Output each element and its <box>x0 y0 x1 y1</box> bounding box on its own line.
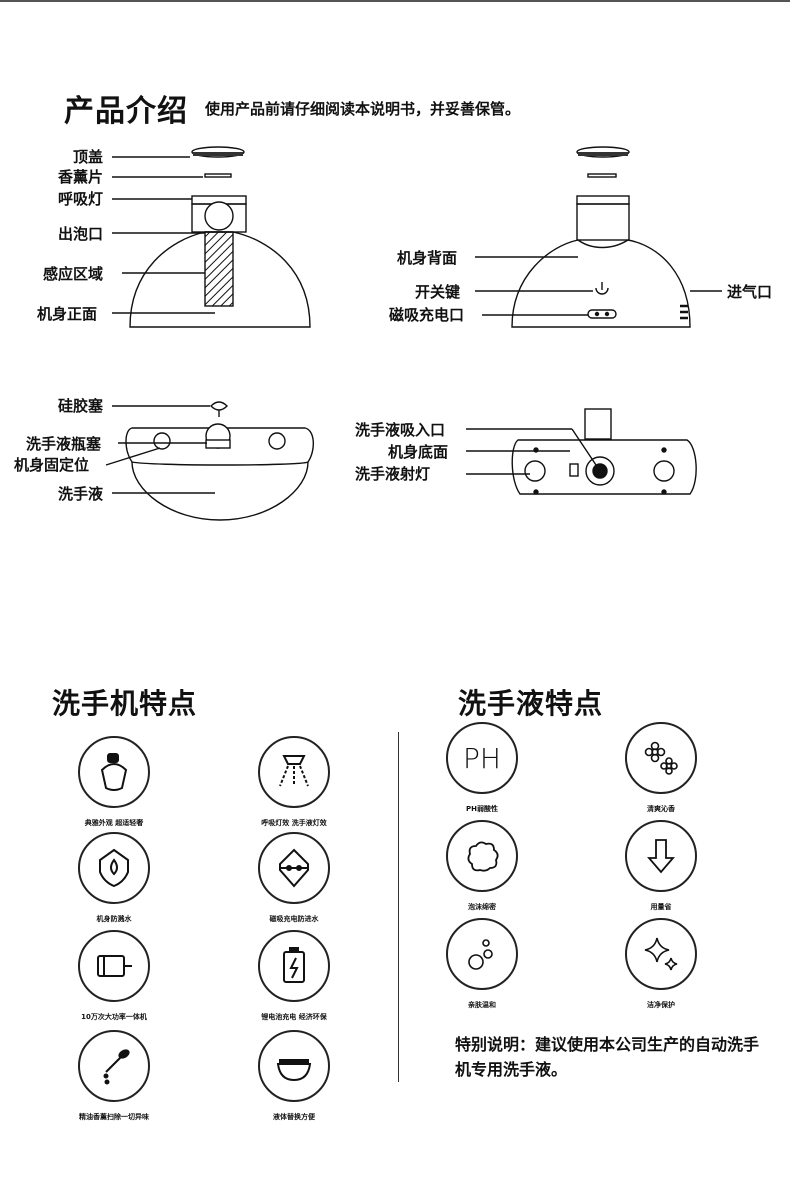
feature-splash-proof: 机身防溅水 <box>54 832 174 924</box>
label-sensor-zone: 感应区域 <box>43 265 104 283</box>
label-bottle-stopper: 洗手液瓶塞 <box>26 435 102 453</box>
label-soap-spotlight: 洗手液射灯 <box>355 465 431 483</box>
feature-lithium-battery: 锂电池充电 经济环保 <box>234 930 354 1022</box>
magnet-shield-icon <box>279 848 309 888</box>
bottle-icon <box>100 753 128 791</box>
feature-clean-protect: 洁净保护 <box>601 918 721 1010</box>
arrow-down-icon <box>647 839 675 874</box>
feature-economical: 用量省 <box>601 820 721 912</box>
label-aroma-sheet: 香薰片 <box>58 168 104 186</box>
feature-rich-foam: 泡沫绵密 <box>422 820 542 912</box>
feature-fresh-scent: 清爽沁香 <box>601 722 721 814</box>
feature-motor: 10万次大功率一体机 <box>54 930 174 1022</box>
feature-ph: PH PH弱酸性 <box>422 722 542 814</box>
label-foam-outlet: 出泡口 <box>58 225 104 243</box>
svg-text:PH: PH <box>463 742 501 775</box>
motor-icon <box>97 955 132 977</box>
intro-title: 产品介绍 <box>64 94 188 129</box>
feature-easy-refill: 液体替换方便 <box>234 1030 354 1122</box>
label-air-inlet: 进气口 <box>727 283 773 301</box>
sensor-zone <box>204 231 234 307</box>
label-breathing-light: 呼吸灯 <box>58 190 104 208</box>
dropper-icon <box>103 1049 130 1085</box>
label-switch: 开关键 <box>415 283 461 301</box>
special-note: 特别说明：建议使用本公司生产的自动洗手机专用洗手液。 <box>455 1035 760 1079</box>
bottom-view-diagram <box>466 408 697 495</box>
liquid-features-title: 洗手液特点 <box>458 687 604 720</box>
product-diagrams <box>105 146 722 521</box>
feature-light-effect: 呼吸灯效 洗手液灯效 <box>234 736 354 828</box>
open-view-diagram <box>105 401 314 521</box>
sparkle-icon <box>644 937 678 971</box>
ph-icon: PH <box>463 742 501 775</box>
top-rule <box>0 0 790 2</box>
feature-gentle: 亲肤温和 <box>422 918 542 1010</box>
label-body-mount: 机身固定位 <box>14 456 90 474</box>
flower-icon <box>644 741 678 775</box>
label-silicone-plug: 硅胶塞 <box>58 397 104 415</box>
foam-outlet <box>204 201 234 231</box>
machine-features-title: 洗手机特点 <box>52 687 198 720</box>
intro-subtitle: 使用产品前请仔细阅读本说明书，并妥善保管。 <box>205 100 521 118</box>
battery-icon <box>283 947 305 983</box>
label-charge-port: 磁吸充电口 <box>389 306 465 324</box>
back-view-diagram <box>475 146 722 328</box>
front-view-diagram <box>112 146 311 328</box>
foam-icon <box>467 841 499 872</box>
shield-drop-icon <box>99 848 129 888</box>
label-soap-intake: 洗手液吸入口 <box>355 421 446 439</box>
bowl-icon <box>276 1059 312 1082</box>
light-icon <box>279 755 309 787</box>
label-hand-soap: 洗手液 <box>58 485 104 503</box>
label-bottom-face: 机身底面 <box>388 443 449 461</box>
feature-magnetic-charge: 磁吸充电防进水 <box>234 832 354 924</box>
bubbles-icon <box>468 939 493 970</box>
label-front-face: 机身正面 <box>37 305 98 323</box>
label-back-face: 机身背面 <box>397 249 458 267</box>
feature-elegant-look: 典雅外观 超适轻奢 <box>54 736 174 828</box>
label-top-cap: 顶盖 <box>73 148 104 166</box>
section-divider <box>398 732 399 1082</box>
feature-aroma-oil: 精油香薰扫除一切异味 <box>54 1030 174 1122</box>
